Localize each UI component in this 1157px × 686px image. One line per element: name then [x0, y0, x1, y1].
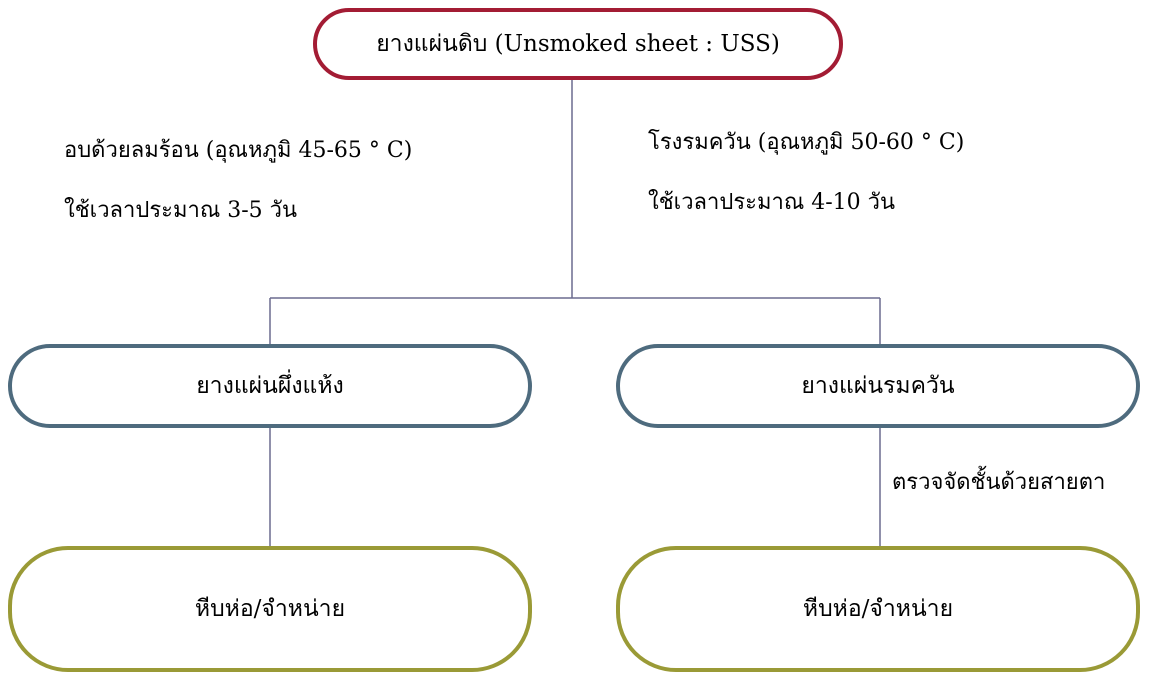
- node-ribbed-smoked-sheet-label: ยางแผ่นรมควัน: [801, 373, 955, 399]
- note-visual-grading: ตรวจจัดชั้นด้วยสายตา: [892, 470, 1106, 495]
- node-unsmoked-sheet: ยางแผ่นดิบ (Unsmoked sheet : USS): [313, 8, 843, 80]
- node-left-packing-selling: หีบห่อ/จำหน่าย: [8, 546, 532, 672]
- node-right-packing-selling: หีบห่อ/จำหน่าย: [616, 546, 1140, 672]
- node-air-dried-sheet-label: ยางแผ่นผึ่งแห้ง: [196, 373, 344, 399]
- node-unsmoked-sheet-label: ยางแผ่นดิบ (Unsmoked sheet : USS): [376, 31, 780, 57]
- node-air-dried-sheet: ยางแผ่นผึ่งแห้ง: [8, 344, 532, 428]
- note-smokehouse: โรงรมควัน (อุณหภูมิ 50-60 ° C): [648, 130, 965, 155]
- note-hot-air-drying: อบด้วยลมร้อน (อุณหภูมิ 45-65 ° C): [64, 138, 413, 163]
- node-ribbed-smoked-sheet: ยางแผ่นรมควัน: [616, 344, 1140, 428]
- note-hot-air-duration: ใช้เวลาประมาณ 3-5 วัน: [64, 198, 298, 223]
- note-smokehouse-duration: ใช้เวลาประมาณ 4-10 วัน: [648, 190, 896, 215]
- node-left-packing-selling-label: หีบห่อ/จำหน่าย: [194, 596, 346, 622]
- node-right-packing-selling-label: หีบห่อ/จำหน่าย: [802, 596, 954, 622]
